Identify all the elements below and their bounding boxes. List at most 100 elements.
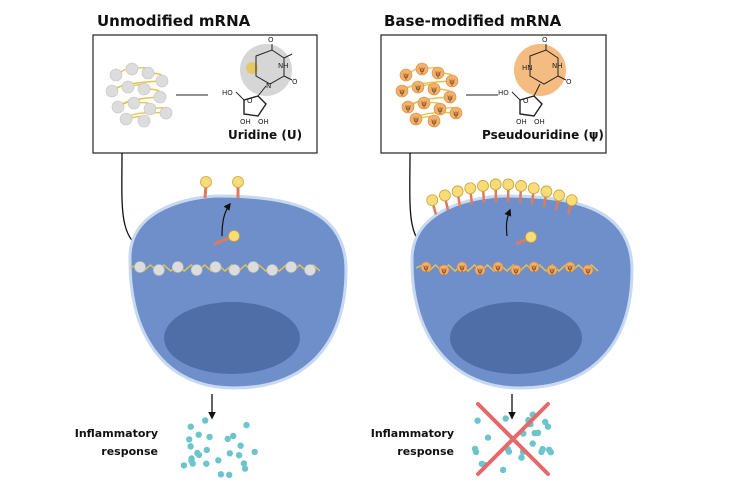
nucleotide-bead [155,74,169,88]
response-label: Inflammatory [371,427,454,440]
nucleotide-bead [119,112,133,126]
nucleotide-bead [137,114,151,128]
cytokine-dot [544,423,552,430]
psi-mark: ψ [567,263,573,272]
cytokine-dot [251,448,258,456]
nucleotide-bead [401,100,415,114]
psi-mark: ψ [415,83,421,92]
nucleotide-bead [438,264,450,276]
receptor [232,176,244,188]
blocked-cross [476,402,550,476]
nucleotide-bead [190,264,203,276]
cytokine-dot [235,452,243,459]
nucleotide-bead [420,261,432,273]
cytokine-dot [194,449,201,457]
nucleotide-bead [433,102,447,116]
cytokine-dot [237,442,244,449]
cytokine-dot [187,423,194,430]
nucleotide-bead [153,264,165,276]
nucleotide-bead [109,68,123,82]
nucleotide-bead [411,80,425,94]
nucleus [164,302,300,374]
cytokine-dot [474,417,481,424]
nucleotide-bead [159,106,173,120]
cytokine-dot [186,436,193,443]
psi-mark: ψ [405,103,411,112]
receptor-stem [469,192,474,205]
panel-title: Unmodified mRNA [97,12,251,30]
svg-text:O: O [566,78,572,86]
modified-position-dot [246,62,258,74]
cytokine-dot [505,448,513,455]
svg-text:NH: NH [278,62,289,70]
nucleotide-bead [417,96,431,110]
psi-mark: ψ [513,266,519,275]
svg-text:HN: HN [522,64,533,72]
svg-text:OH: OH [534,118,545,126]
response-label-2: response [397,445,454,458]
receptor-stem [444,199,450,211]
receptor [451,185,464,198]
receptor-stem [515,237,528,246]
nucleotide-bead [528,261,540,273]
cytokine-dot [241,465,249,472]
psi-mark: ψ [437,105,443,114]
psi-mark: ψ [449,77,455,86]
cytokine-dot [203,446,210,454]
psi-mark: ψ [431,117,437,126]
pseudouridine-structure: O NH O HN O HO OH OH [498,36,572,126]
receptor [553,189,565,202]
svg-text:NH: NH [552,62,563,70]
nucleotide-bead [427,114,441,128]
cell [128,194,348,390]
receptor [527,182,540,195]
nucleotide-bead [143,102,157,116]
cytokine-dot [215,457,222,464]
cytokine-dot [188,455,195,462]
psi-mark: ψ [419,65,425,74]
psi-mark: ψ [477,266,483,275]
receptor [464,182,477,195]
nucleotide-bead [171,261,184,273]
psi-mark: ψ [435,69,441,78]
psi-mark: ψ [531,263,537,272]
cytokine-dot [206,433,213,441]
psi-mark: ψ [431,85,437,94]
nucleotide-bead [121,80,135,94]
cytokine-dot [217,471,225,478]
nucleotide-bead [111,100,125,114]
svg-text:O: O [292,78,298,86]
nucleotide-bead [285,261,297,273]
cytokine-dot [484,434,492,441]
nucleotide-bead [431,66,445,80]
receptor [515,180,527,192]
response-label-2: response [101,445,158,458]
receptor [565,194,578,207]
molecule-box [380,34,607,154]
receptor-stem [530,192,535,205]
nucleotide-bead [127,96,141,110]
nucleotide-bead [266,264,279,276]
svg-text:OH: OH [240,118,251,126]
svg-text:OH: OH [516,118,527,126]
receptor-stem [518,189,523,204]
nucleotide-bead [546,264,558,276]
cytokine-dot [226,450,233,457]
svg-text:O: O [542,36,548,44]
nucleotide-bead [427,82,441,96]
nucleotide-bead [395,84,409,98]
psi-mark: ψ [423,263,429,272]
receptor-stem [554,199,560,211]
psi-mark: ψ [421,99,427,108]
psi-mark: ψ [585,266,591,275]
cytokine-dot [203,460,210,467]
nucleotide-bead [409,112,423,126]
cytokine-dot [529,440,536,447]
nucleotide-bead [445,74,459,88]
nucleotide-bead [125,62,139,76]
cytokine-dot [230,432,237,440]
nucleotide-bead [492,261,504,273]
nucleotide-bead [137,82,151,96]
